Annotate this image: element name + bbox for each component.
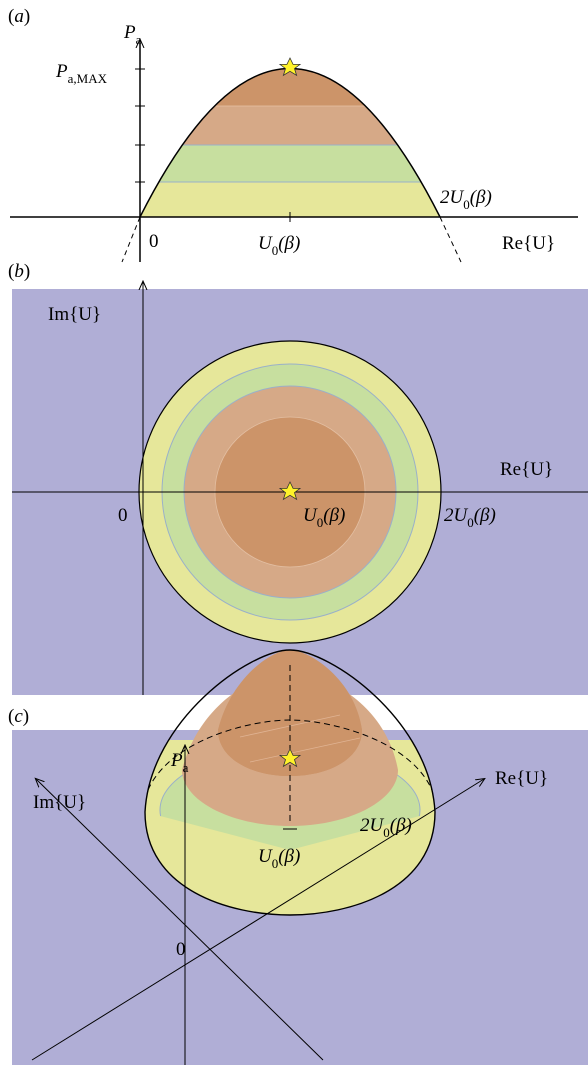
- edge-label: 2U0(β): [440, 187, 492, 212]
- panel-c: (c) Pa Re{U} Im{U} 0 U: [8, 649, 588, 1065]
- im-axis-label: Im{U}: [33, 792, 86, 813]
- ymax-label: Pa,MAX: [55, 61, 108, 86]
- y-axis-ticks: [135, 68, 145, 183]
- re-axis: [31, 779, 484, 1061]
- band-level-2: [140, 145, 440, 182]
- peak-star-icon: [278, 748, 302, 768]
- center-star-icon: [278, 481, 302, 501]
- center-label: U0(β): [258, 846, 300, 871]
- origin-label: 0: [176, 939, 186, 960]
- surface-base-yellow: [145, 812, 435, 915]
- edge-label: 2U0(β): [444, 505, 496, 530]
- origin-label: 0: [149, 231, 159, 252]
- parabola-level-bands: [140, 68, 440, 217]
- panel-a-label: (a): [8, 6, 30, 27]
- band-level-3: [140, 106, 440, 145]
- re-axis-label: Re{U}: [500, 459, 553, 480]
- surface-outline: [144, 649, 436, 916]
- re-axis-label: Re{U}: [495, 768, 548, 789]
- parabola-extension-right: [439, 216, 462, 263]
- x-axis-label: Re{U}: [502, 233, 555, 254]
- panel-b-label: (b): [8, 261, 30, 282]
- center-label: U0(β): [258, 233, 300, 258]
- im-axis-label: Im{U}: [48, 304, 101, 325]
- peak-star-icon: [278, 57, 302, 77]
- origin-label: 0: [118, 505, 128, 526]
- y-axis-label: Pa: [123, 22, 142, 47]
- pa-axis-label: Pa: [170, 750, 189, 775]
- band-level-1: [140, 182, 440, 217]
- panel-a: (a) Pa Pa,MAX: [8, 6, 578, 263]
- im-axis: [36, 779, 324, 1061]
- center-label: U0(β): [303, 505, 345, 530]
- edge-label: 2U0(β): [360, 815, 412, 840]
- parabola-extension-left: [121, 216, 141, 263]
- panel-b: (b) Im{U} Re{U} 0 U0(β) 2U0(β): [8, 261, 588, 695]
- surface-top-orange: [218, 650, 362, 776]
- panel-c-label: (c): [8, 706, 29, 727]
